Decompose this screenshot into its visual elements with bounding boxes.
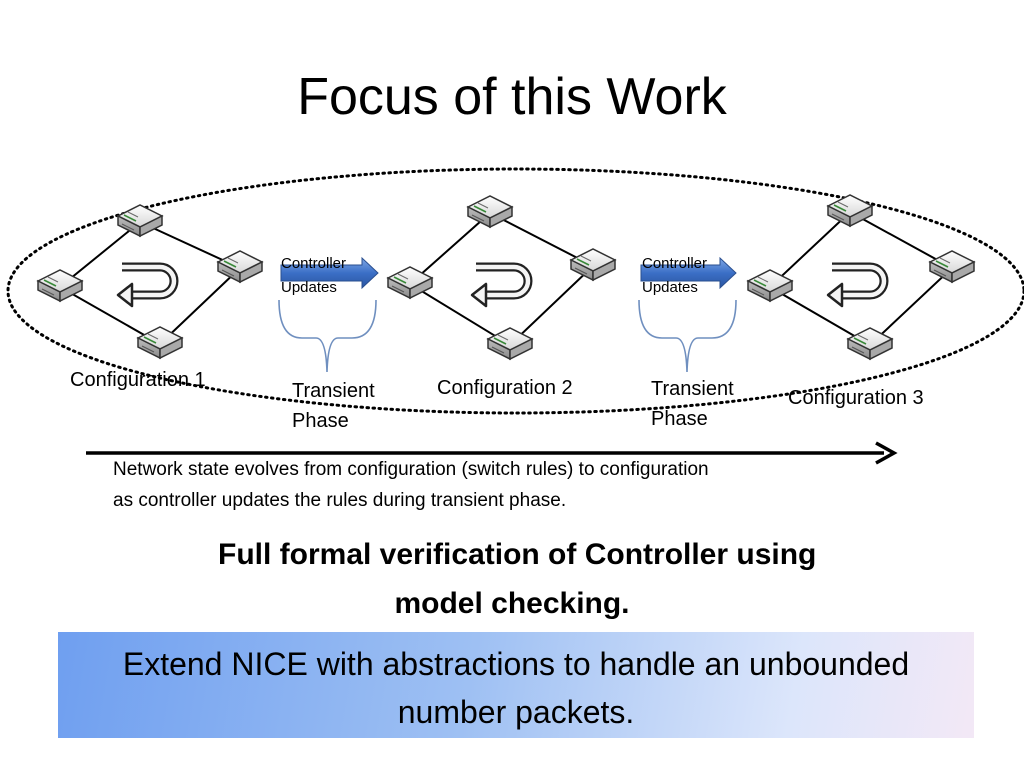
switch-icon <box>487 327 533 360</box>
transient-line: Transient <box>292 380 375 402</box>
transient-phase-label-2: Transient Phase <box>651 374 734 434</box>
transient-line: Transient <box>651 378 734 400</box>
updates-label-line: Updates <box>642 279 698 296</box>
scope-ellipse <box>6 167 1024 415</box>
banner-line-1: Extend NICE with abstractions to handle … <box>122 646 910 682</box>
switch-icon <box>929 250 975 283</box>
updates-label-line: Updates <box>281 279 337 296</box>
configuration-1-network <box>37 204 263 359</box>
timeline-caption: Network state evolves from configuration… <box>113 454 709 516</box>
controller-label-line: Controller <box>281 255 347 272</box>
caption-line-1: Network state evolves from configuration… <box>113 459 709 480</box>
emphasis-line-2: model checking. <box>394 587 630 620</box>
controller-update-arrow-2 <box>640 256 737 290</box>
loop-icon <box>828 267 884 306</box>
transient-brace-2 <box>638 299 737 373</box>
switch-icon <box>467 195 513 228</box>
controller-update-arrow-1 <box>280 256 379 290</box>
transient-phase-label-1: Transient Phase <box>292 376 375 436</box>
switch-icon <box>137 326 183 359</box>
caption-line-2: as controller updates the rules during t… <box>113 490 567 511</box>
timeline-arrowhead <box>875 441 898 465</box>
emphasis-line-1: Full formal verification of Controller u… <box>218 538 817 571</box>
controller-updates-label-2: Controller Updates <box>642 252 707 300</box>
banner-line-2: number packets. <box>397 694 635 730</box>
switch-icon <box>117 204 163 237</box>
slide-title: Focus of this Work <box>297 68 727 126</box>
switch-icon <box>847 327 893 360</box>
loop-icon <box>118 267 174 306</box>
configuration-3-label: Configuration 3 <box>788 387 924 409</box>
controller-label-line: Controller <box>642 255 708 272</box>
configuration-2-label: Configuration 2 <box>437 377 573 399</box>
switch-icon <box>217 250 263 283</box>
loop-icon <box>472 267 528 306</box>
switch-icon <box>570 248 616 281</box>
highlight-banner: Extend NICE with abstractions to handle … <box>58 632 974 738</box>
transient-brace-1 <box>278 299 377 373</box>
phase-line: Phase <box>292 410 349 432</box>
configuration-3-network <box>747 194 975 360</box>
controller-updates-label-1: Controller Updates <box>281 252 346 300</box>
configuration-1-label: Configuration 1 <box>70 369 206 391</box>
configuration-2-network <box>387 195 616 360</box>
phase-line: Phase <box>651 408 708 430</box>
